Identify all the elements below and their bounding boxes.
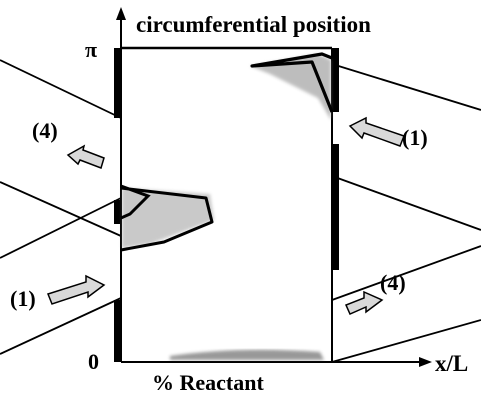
port-label-right-upper: (1) [402, 125, 428, 150]
vertical-axis-arrowhead [116, 7, 126, 20]
left-upper-port-channel [0, 59, 122, 237]
right-upper-inflow-arrow [348, 116, 405, 147]
left-upper-outflow-arrow [66, 144, 105, 169]
arrow-icon [47, 274, 106, 305]
reactant-profile-bottom [170, 349, 324, 360]
bottom-label: % Reactant [152, 370, 264, 394]
right-lower-outflow-arrow [344, 290, 384, 315]
reactant-profile-middle [120, 184, 214, 252]
arrow-icon [348, 116, 405, 147]
x-axis-label: x/L [435, 351, 468, 376]
left-lower-port-channel [0, 197, 122, 355]
arrow-icon [344, 290, 384, 315]
left-wall-segments [114, 48, 121, 362]
horizontal-axis [121, 357, 432, 367]
port-label-left-upper: (4) [32, 118, 58, 143]
zero-tick-label: 0 [88, 349, 99, 374]
diagram-title: circumferential position [136, 12, 371, 37]
arrow-icon [66, 144, 105, 169]
right-upper-port-channel [331, 63, 481, 231]
pi-tick-label: π [85, 37, 97, 62]
port-label-right-lower: (4) [380, 270, 406, 295]
right-lower-port-channel [331, 245, 481, 363]
left-lower-inflow-arrow [47, 274, 106, 305]
horizontal-axis-arrowhead [419, 357, 432, 367]
port-label-left-lower: (1) [10, 286, 36, 311]
right-wall-segments [332, 48, 339, 270]
reactant-profile-upper [250, 52, 334, 120]
